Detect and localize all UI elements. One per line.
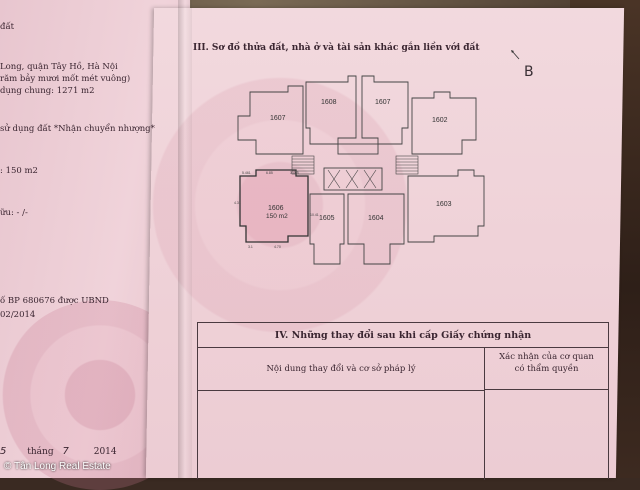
room-1602 xyxy=(411,91,477,155)
watermark: © Tân Long Real Estate xyxy=(4,461,111,472)
changes-table: IV. Những thay đổi sau khi cấp Giấy chứn… xyxy=(197,322,609,480)
dimension-label: 3.465 xyxy=(290,171,299,175)
section3-heading: III. Sơ đồ thửa đất, nhà ở và tài sản kh… xyxy=(193,43,480,53)
issue-date: 5 tháng 7 2014 xyxy=(0,446,117,457)
col-header-authority: Xác nhận của cơ quan có thẩm quyền xyxy=(484,347,608,390)
room-1607-left xyxy=(237,85,304,155)
room-1605 xyxy=(309,193,345,265)
room-1604 xyxy=(347,193,405,265)
left-text-line: Long, quận Tây Hồ, Hà Nội xyxy=(0,62,118,72)
left-text-line: 02/2014 xyxy=(0,310,36,320)
left-text-line: sử dụng đất *Nhận chuyển nhượng* xyxy=(0,124,155,134)
dimension-label: 10.41 xyxy=(310,213,319,217)
north-arrow-icon xyxy=(511,50,520,60)
room-label: 1608 xyxy=(321,99,337,106)
room-label: 1602 xyxy=(432,117,448,124)
date-month-label: tháng xyxy=(27,447,54,457)
room-1603 xyxy=(407,169,485,243)
room-label: 1607 xyxy=(375,99,391,106)
left-text-line: dụng chung: 1271 m2 xyxy=(0,86,95,96)
left-text-line: răm bảy mươi mốt mét vuông) xyxy=(0,74,131,84)
date-month: 7 xyxy=(62,446,69,457)
mark-b: B xyxy=(524,64,534,80)
room-label: 1606 xyxy=(268,205,284,212)
dimension-label: 6.85 xyxy=(266,171,273,175)
corridor-block xyxy=(337,143,379,155)
background-pattern xyxy=(150,40,410,370)
dimension-label: 5.461 xyxy=(242,171,251,175)
room-1607-right xyxy=(361,75,409,145)
section4-title: IV. Những thay đổi sau khi cấp Giấy chứn… xyxy=(198,323,608,348)
col-header-authority-line2: có thẩm quyền xyxy=(514,364,579,374)
dimension-label: 4.70 xyxy=(274,245,281,249)
elevator-core xyxy=(323,167,383,191)
date-day: 5 xyxy=(0,446,7,457)
room-label: 1607 xyxy=(270,115,286,122)
highlighted-unit xyxy=(239,169,309,243)
col-header-changes: Nội dung thay đổi và cơ sở pháp lý xyxy=(198,347,484,391)
page-fold xyxy=(178,0,192,478)
left-text-line: : 150 m2 xyxy=(0,166,38,176)
col-header-authority-line1: Xác nhận của cơ quan xyxy=(499,352,594,362)
date-year: 2014 xyxy=(93,447,117,457)
left-text-line: đất xyxy=(0,22,15,32)
dimension-label: 4.31 xyxy=(234,201,241,205)
room-label: 1604 xyxy=(368,215,384,222)
room-label: 1603 xyxy=(436,201,452,208)
room-1608 xyxy=(305,75,357,145)
column-divider xyxy=(484,390,485,480)
floor-plan: 1607 1608 1607 1602 1606 150 m2 1605 160… xyxy=(234,75,485,265)
room-area-label: 150 m2 xyxy=(266,213,288,220)
left-text-line: ố BP 680676 được UBND xyxy=(0,296,109,306)
room-label: 1605 xyxy=(319,215,335,222)
dimension-label: 3.1 xyxy=(248,245,253,249)
left-text-line: ữu: - /- xyxy=(0,208,28,218)
